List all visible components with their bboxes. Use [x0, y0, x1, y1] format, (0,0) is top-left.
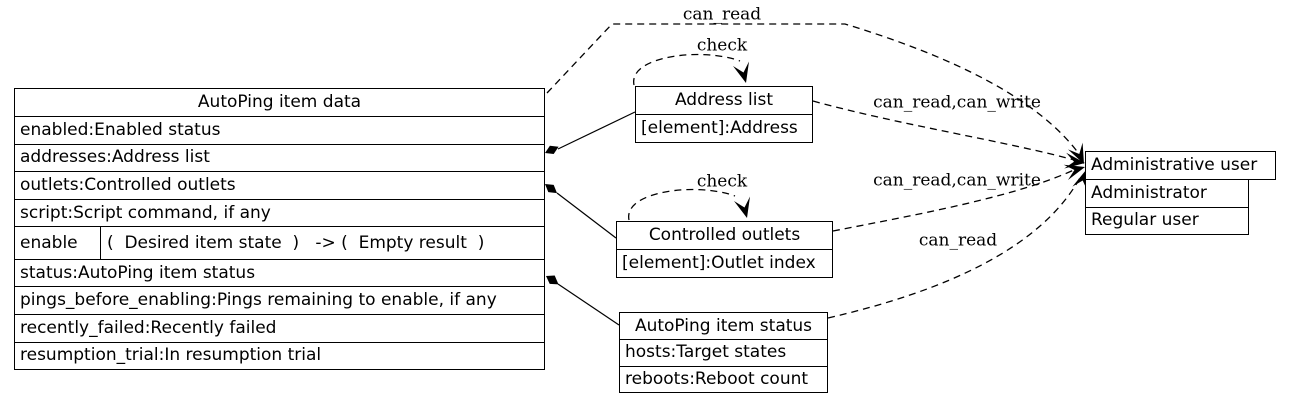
edge-outlets-self-loop [628, 188, 736, 221]
node-administrative-user: Administrative user Administrator Regula… [1085, 151, 1276, 236]
edge-addresslist-self-loop [633, 53, 741, 86]
field-addresses: addresses:Address list [14, 143, 545, 173]
arrowhead-outlets-loop [734, 196, 750, 218]
node-autoping-item-data: AutoPing item data enabled:Enabled statu… [14, 88, 545, 371]
edge-label-can-read-status: can_read [918, 230, 998, 251]
field-reboots: reboots:Reboot count [619, 365, 828, 393]
composition-diamond-addresses [545, 145, 559, 154]
field-outlets: outlets:Controlled outlets [14, 171, 545, 200]
arrowhead-autoping-admin [1068, 142, 1084, 164]
method-name: enable [15, 227, 101, 259]
arrowhead-addresslist-loop [733, 61, 749, 83]
arrowhead-outlets-admin [1063, 164, 1085, 180]
field-status: status:AutoPing item status [14, 258, 545, 288]
field-administrator: Administrator [1085, 179, 1249, 208]
edge-addresslist-to-admin [812, 100, 1079, 162]
field-element-outlet-index: [element]:Outlet index [616, 249, 833, 278]
edge-label-check-controlled-outlets: check [696, 171, 748, 192]
edge-outlets-composition [556, 192, 617, 239]
composition-diamond-outlets [545, 184, 557, 194]
arrowhead-status-admin [1072, 170, 1088, 192]
edge-outlets-to-admin [832, 167, 1079, 232]
node-title-administrative-user: Administrative user [1085, 151, 1276, 180]
field-script: script:Script command, if any [14, 198, 545, 228]
field-regular-user: Regular user [1085, 206, 1249, 236]
field-recently-failed: recently_failed:Recently failed [14, 314, 545, 343]
edge-autoping-to-admin [546, 23, 1083, 159]
edge-label-check-address-list: check [696, 35, 748, 56]
edge-label-can-read-can-write-controlled-outlets: can_read,can_write [873, 170, 1041, 191]
edge-label-can-read-can-write-address-list: can_read,can_write [873, 92, 1041, 113]
field-pings-before-enabling: pings_before_enabling:Pings remaining to… [14, 286, 545, 316]
node-title-autoping-item-data: AutoPing item data [14, 88, 545, 117]
method-enable: enable ( Desired item state ) -> ( Empty… [14, 226, 545, 260]
field-hosts: hosts:Target states [619, 339, 828, 367]
node-title-controlled-outlets: Controlled outlets [616, 221, 833, 250]
node-address-list: Address list [element]:Address [635, 86, 813, 143]
node-title-address-list: Address list [635, 86, 813, 115]
edge-status-composition [557, 283, 620, 326]
node-controlled-outlets: Controlled outlets [element]:Outlet inde… [616, 221, 833, 278]
node-autoping-item-status: AutoPing item status hosts:Target states… [619, 312, 828, 393]
field-resumption-trial: resumption_trial:In resumption trial [14, 341, 545, 371]
field-enabled: enabled:Enabled status [14, 116, 545, 145]
field-element-address: [element]:Address [635, 114, 813, 143]
edge-status-to-admin [827, 175, 1082, 319]
edge-label-can-read-top: can_read [682, 4, 762, 25]
edge-addresses-composition [557, 111, 636, 150]
arrowhead-addresslist-admin [1064, 152, 1085, 169]
composition-diamond-status [546, 275, 559, 285]
node-title-autoping-item-status: AutoPing item status [619, 312, 828, 340]
method-signature: ( Desired item state ) -> ( Empty result… [107, 232, 485, 253]
